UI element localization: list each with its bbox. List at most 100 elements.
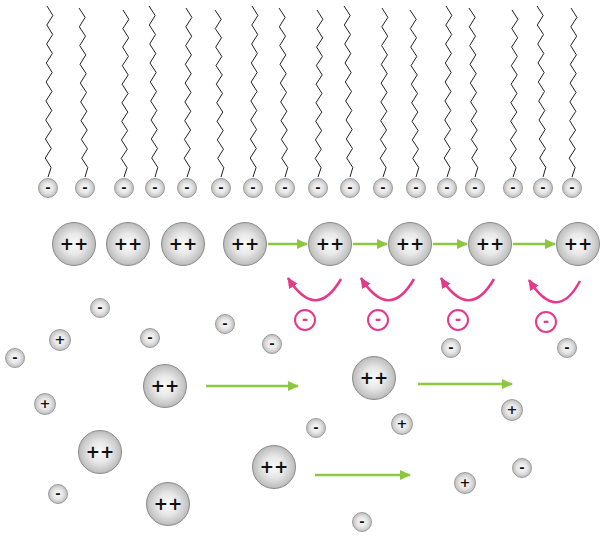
charge-sign: - bbox=[315, 181, 320, 194]
hydrocarbon-tail bbox=[250, 6, 258, 177]
charge-sign: - bbox=[218, 181, 223, 194]
charge-sign: - bbox=[45, 181, 50, 194]
bulk-ion: - bbox=[306, 418, 326, 438]
hydrocarbon-tail bbox=[315, 10, 323, 177]
bulk-ion: - bbox=[5, 348, 25, 368]
charge-sign: ++ bbox=[231, 236, 260, 253]
charge-sign: - bbox=[97, 301, 102, 314]
hydrocarbon-tail bbox=[444, 6, 452, 177]
charge-sign: ++ bbox=[114, 236, 143, 253]
pink-arrow bbox=[441, 278, 494, 300]
charge-sign: - bbox=[222, 317, 227, 330]
head-group: - bbox=[406, 178, 426, 198]
charge-sign: ++ bbox=[151, 378, 180, 395]
released-anion: - bbox=[447, 309, 469, 331]
migration-arrow bbox=[268, 243, 307, 246]
charge-sign: - bbox=[302, 312, 308, 327]
charge-sign: ++ bbox=[260, 459, 289, 476]
charge-sign: - bbox=[472, 181, 477, 194]
charge-sign: + bbox=[507, 403, 518, 416]
hydrocarbon-tail bbox=[45, 6, 53, 177]
charge-sign: - bbox=[121, 181, 126, 194]
head-group: - bbox=[275, 178, 295, 198]
charge-sign: - bbox=[448, 341, 453, 354]
released-anion: - bbox=[535, 311, 557, 333]
charge-sign: - bbox=[55, 487, 60, 500]
charge-sign: - bbox=[250, 181, 255, 194]
green-arrow bbox=[418, 383, 512, 386]
bulk-cation: ++ bbox=[252, 445, 296, 489]
divalent-cation: ++ bbox=[106, 222, 150, 266]
head-group: - bbox=[503, 178, 523, 198]
bulk-cation: ++ bbox=[143, 364, 187, 408]
charge-sign: ++ bbox=[154, 496, 183, 513]
charge-sign: - bbox=[510, 181, 515, 194]
divalent-cation: ++ bbox=[223, 222, 267, 266]
released-anion: - bbox=[294, 309, 316, 331]
head-group: - bbox=[373, 178, 393, 198]
surfactant-tails bbox=[45, 6, 577, 177]
migration-arrow bbox=[433, 243, 467, 246]
hydrocarbon-tail bbox=[469, 8, 478, 177]
head-group: - bbox=[562, 178, 582, 198]
hydrocarbon-tail bbox=[344, 6, 353, 177]
divalent-cation: ++ bbox=[308, 222, 352, 266]
charge-sign: - bbox=[282, 181, 287, 194]
charge-sign: - bbox=[375, 312, 381, 327]
charge-sign: ++ bbox=[476, 236, 505, 253]
divalent-cation: ++ bbox=[388, 222, 432, 266]
hydrocarbon-tail bbox=[121, 10, 129, 177]
divalent-cation: ++ bbox=[468, 222, 512, 266]
migration-arrow bbox=[353, 243, 387, 246]
bulk-ion: + bbox=[49, 329, 72, 352]
migration-arrow bbox=[513, 243, 555, 246]
charge-sign: - bbox=[519, 461, 524, 474]
divalent-cation: ++ bbox=[161, 222, 205, 266]
charge-sign: - bbox=[444, 181, 449, 194]
charge-sign: - bbox=[147, 331, 152, 344]
bulk-ion: + bbox=[391, 413, 414, 436]
head-group: - bbox=[340, 178, 360, 198]
head-group: - bbox=[177, 178, 197, 198]
green-arrow bbox=[206, 385, 298, 388]
bulk-ion: - bbox=[215, 314, 235, 334]
charge-sign: ++ bbox=[360, 370, 389, 387]
charge-sign: ++ bbox=[86, 444, 115, 461]
green-arrow bbox=[315, 474, 410, 477]
pink-arrows bbox=[288, 278, 580, 302]
bulk-ion: + bbox=[501, 399, 524, 422]
charge-sign: ++ bbox=[316, 236, 345, 253]
charge-sign: ++ bbox=[169, 236, 198, 253]
hydrocarbon-tail bbox=[569, 8, 577, 177]
bulk-ion: - bbox=[140, 328, 160, 348]
head-group: - bbox=[533, 178, 553, 198]
pink-arrow bbox=[288, 278, 341, 300]
hydrocarbon-tail bbox=[279, 8, 288, 177]
hydrocarbon-tail bbox=[215, 10, 224, 177]
hydrocarbon-tail bbox=[184, 8, 192, 177]
charge-sign: - bbox=[543, 314, 549, 329]
hydrocarbon-tail bbox=[410, 10, 419, 177]
bulk-ion: - bbox=[48, 484, 68, 504]
charge-sign: - bbox=[380, 181, 385, 194]
head-group: - bbox=[211, 178, 231, 198]
pink-arrow bbox=[361, 278, 414, 300]
charge-sign: - bbox=[564, 341, 569, 354]
charge-sign: - bbox=[269, 337, 274, 350]
head-group: - bbox=[465, 178, 485, 198]
bulk-ion: - bbox=[512, 458, 532, 478]
hydrocarbon-tail bbox=[79, 8, 88, 177]
hydrocarbon-tail bbox=[149, 6, 158, 177]
charge-sign: + bbox=[397, 417, 408, 430]
bulk-ion: - bbox=[352, 512, 372, 532]
charge-sign: - bbox=[569, 181, 574, 194]
charge-sign: + bbox=[460, 476, 471, 489]
head-group: - bbox=[437, 178, 457, 198]
charge-sign: - bbox=[540, 181, 545, 194]
charge-sign: - bbox=[12, 351, 17, 364]
bulk-ion: - bbox=[90, 298, 110, 318]
charge-sign: - bbox=[359, 515, 364, 528]
pink-arrow bbox=[529, 280, 580, 302]
charge-sign: - bbox=[152, 181, 157, 194]
